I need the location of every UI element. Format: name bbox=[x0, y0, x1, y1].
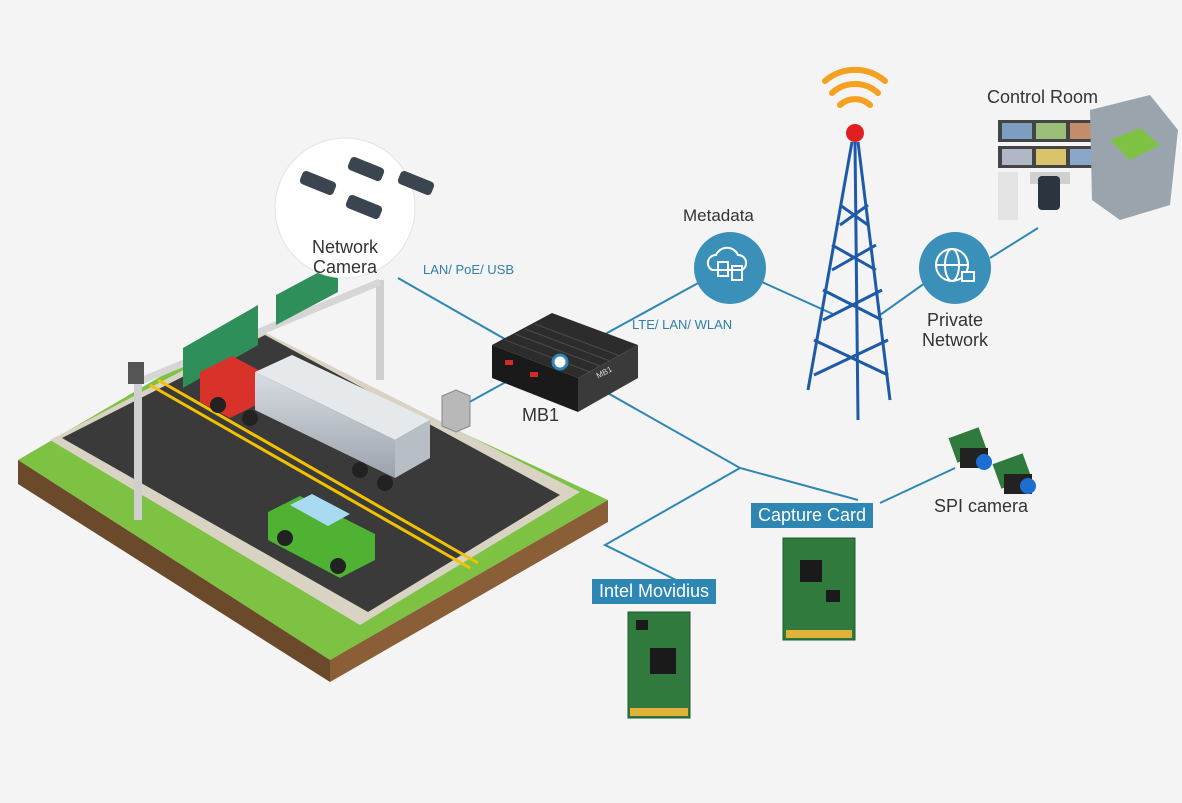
gantry-pole-left bbox=[134, 380, 142, 520]
signal-waves bbox=[822, 66, 888, 108]
mb1-device bbox=[492, 313, 638, 412]
tower-beacon bbox=[846, 124, 864, 142]
highway-scene bbox=[18, 262, 608, 682]
lane-line-1 bbox=[149, 383, 471, 570]
private-network-label-line2: Network bbox=[921, 330, 988, 350]
link-capture-movidius bbox=[602, 467, 741, 583]
road-sign-2 bbox=[276, 262, 338, 325]
spi-camera-label: SPI camera bbox=[934, 496, 1029, 516]
spi-cameras bbox=[948, 427, 1036, 494]
private-network-label: Private Network bbox=[910, 310, 1000, 350]
network-camera-group bbox=[274, 137, 435, 279]
capture-card-tag: Capture Card bbox=[751, 503, 874, 528]
link-capture-spi bbox=[879, 467, 956, 504]
globe-lock-icon bbox=[935, 248, 975, 282]
lte-lan-wlan-label: LTE/ LAN/ WLAN bbox=[632, 317, 733, 332]
intel-movidius-board bbox=[627, 611, 691, 719]
link-mb1-metadata bbox=[597, 281, 701, 339]
mb1-label: MB1 bbox=[522, 405, 560, 425]
network-camera-label-line1: Network bbox=[311, 237, 378, 257]
link-camera-mb1 bbox=[397, 277, 511, 343]
gantry-beam bbox=[136, 278, 382, 386]
intel-movidius-tag: Intel Movidius bbox=[592, 579, 717, 604]
lane-line-2 bbox=[157, 378, 479, 565]
sensor-box bbox=[128, 362, 144, 384]
metadata-label: Metadata bbox=[683, 206, 754, 225]
control-room-illustration bbox=[998, 95, 1178, 220]
control-room-label: Control Room bbox=[987, 87, 1099, 107]
cell-tower bbox=[806, 66, 892, 421]
car bbox=[268, 494, 375, 578]
camera-icons bbox=[299, 156, 435, 220]
ground-side-left bbox=[18, 460, 330, 682]
private-network-node bbox=[919, 232, 991, 304]
lan-poe-usb-label: LAN/ PoE/ USB bbox=[423, 262, 515, 277]
road-sign-1 bbox=[183, 305, 258, 388]
ground-side-right bbox=[330, 500, 608, 682]
private-network-label-line1: Private bbox=[926, 310, 984, 330]
network-camera-label-line2: Camera bbox=[312, 257, 378, 277]
link-private-controlroom bbox=[989, 227, 1039, 259]
truck bbox=[200, 355, 430, 491]
gantry-pole-right bbox=[376, 280, 384, 380]
capture-card-board bbox=[782, 537, 856, 641]
roadside-cabinet bbox=[441, 389, 471, 433]
mb1-connection-node bbox=[551, 353, 569, 371]
network-camera-label: Network Camera bbox=[305, 237, 385, 277]
cloud-document-sync-icon bbox=[706, 246, 748, 281]
link-tower-private bbox=[879, 282, 926, 316]
connector-lines bbox=[397, 227, 1039, 583]
metadata-node bbox=[694, 232, 766, 304]
